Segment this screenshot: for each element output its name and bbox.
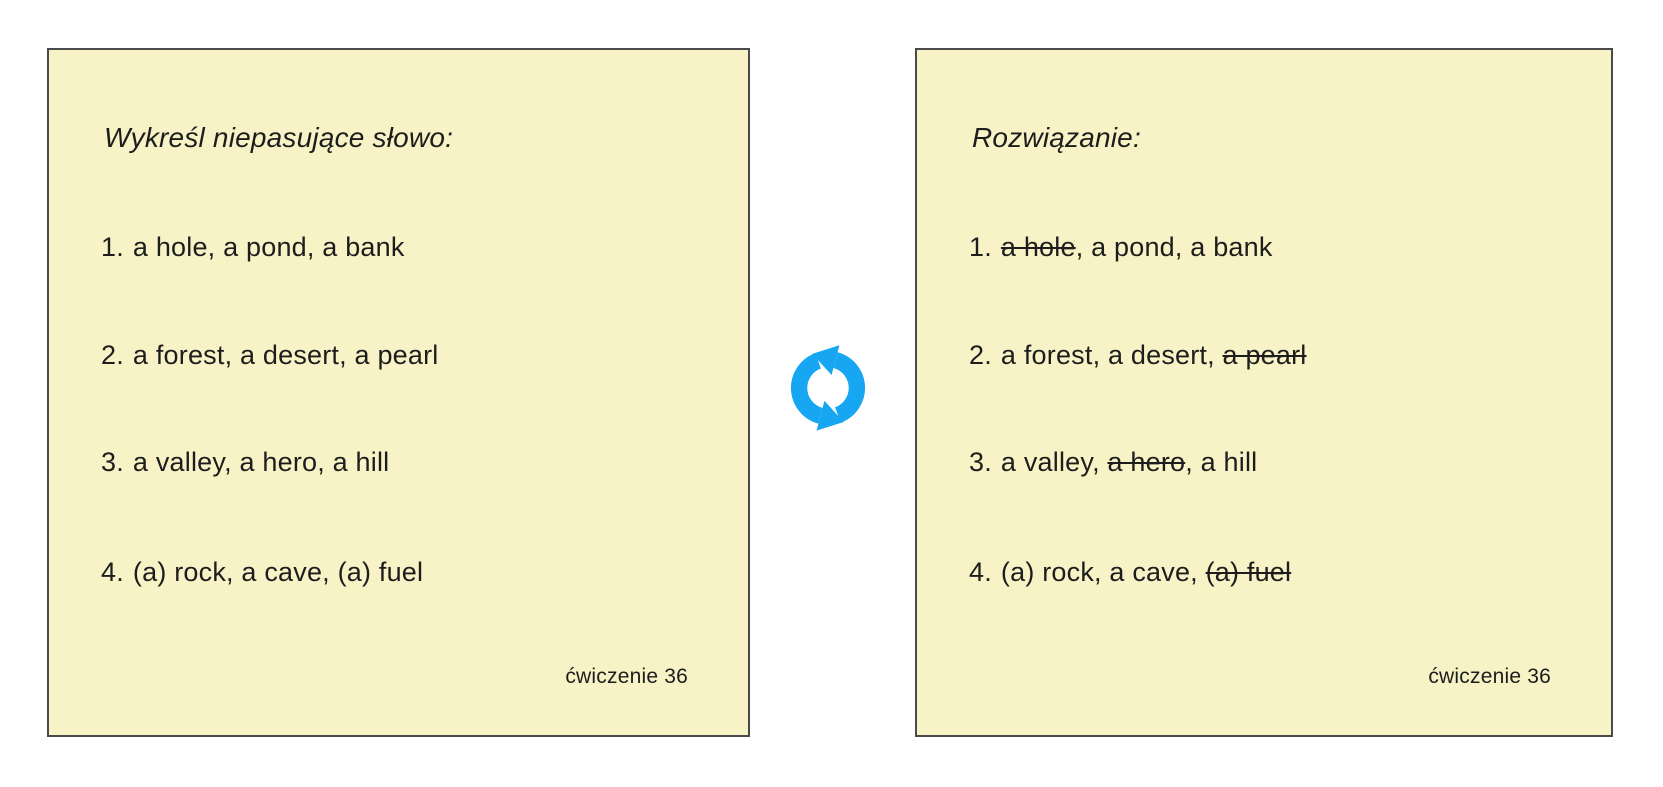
cycle-arrowhead-top [812, 345, 840, 375]
solution-item-2: 2. a forest, a desert, a pearl [969, 338, 1307, 372]
item-text: a forest, a desert, a pearl [132, 340, 439, 370]
exercise-title: Wykreśl niepasujące słowo: [104, 122, 454, 153]
item-number: 1. [101, 232, 124, 262]
solution-title: Rozwiązanie: [972, 122, 1141, 153]
cycle-arc-left [790, 353, 824, 424]
exercise-item-4: 4. (a) rock, a cave, (a) fuel [101, 555, 423, 589]
item-text: a hole, a pond, a bank [132, 232, 405, 262]
item-number: 3. [969, 447, 992, 477]
solution-item-4: 4. (a) rock, a cave, (a) fuel [969, 555, 1291, 589]
solution-item-3: 3. a valley, a hero, a hill [969, 445, 1257, 479]
item-number: 1. [969, 232, 992, 262]
item-text: a forest, a desert, [1000, 340, 1223, 370]
cycle-arc-right [832, 352, 866, 423]
item-text: , a pond, a bank [1075, 232, 1273, 262]
cycle-arrowhead-bottom [816, 400, 844, 431]
cycle-arrows-icon[interactable] [780, 338, 876, 434]
exercise-card: Wykreśl niepasujące słowo: 1. a hole, a p… [47, 48, 750, 737]
crossed-out-word: a hole [1000, 232, 1076, 262]
exercise-item-3: 3. a valley, a hero, a hill [101, 445, 389, 479]
item-text: (a) rock, a cave, (a) fuel [132, 557, 424, 587]
solution-item-1: 1. a hole, a pond, a bank [969, 230, 1273, 264]
item-number: 4. [969, 557, 992, 587]
item-text: , a hill [1185, 447, 1258, 477]
exercise-number-label: ćwiczenie 36 [1428, 665, 1551, 688]
solution-card: Rozwiązanie: 1. a hole, a pond, a bank 2.… [915, 48, 1613, 737]
item-number: 2. [101, 340, 124, 370]
item-number: 4. [101, 557, 124, 587]
exercise-item-1: 1. a hole, a pond, a bank [101, 230, 405, 264]
exercise-number-label: ćwiczenie 36 [565, 665, 688, 688]
crossed-out-word: (a) fuel [1205, 557, 1292, 587]
crossed-out-word: a hero [1107, 447, 1186, 477]
exercise-item-2: 2. a forest, a desert, a pearl [101, 338, 439, 372]
item-number: 2. [969, 340, 992, 370]
item-text: (a) rock, a cave, [1000, 557, 1206, 587]
crossed-out-word: a pearl [1222, 340, 1307, 370]
item-number: 3. [101, 447, 124, 477]
item-text: a valley, a hero, a hill [132, 447, 390, 477]
item-text: a valley, [1000, 447, 1108, 477]
